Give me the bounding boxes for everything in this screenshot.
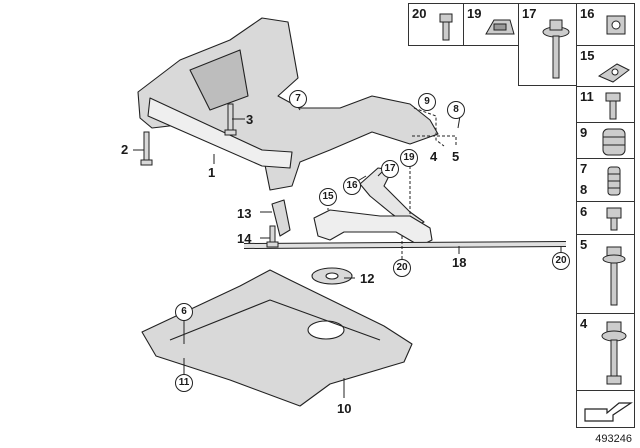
callout-15: 15 bbox=[319, 188, 337, 206]
spring-sleeve-icon bbox=[607, 166, 621, 196]
legend-cell-4: 4 bbox=[576, 313, 635, 391]
callout-10: 10 bbox=[337, 401, 352, 416]
callout-8: 8 bbox=[447, 101, 465, 119]
sleeve-icon bbox=[602, 128, 626, 156]
legend-cell-7-8: 7 8 bbox=[576, 158, 635, 202]
callout-1: 1 bbox=[208, 165, 216, 180]
bolt-14 bbox=[269, 225, 276, 245]
callout-13: 13 bbox=[237, 206, 252, 221]
legend-cell-5: 5 bbox=[576, 234, 635, 314]
collar-bolt-icon bbox=[542, 19, 570, 79]
legend-cell-15: 15 bbox=[576, 45, 635, 87]
callout-9: 9 bbox=[418, 93, 436, 111]
legend-cell-9: 9 bbox=[576, 122, 635, 159]
doc-number: 493246 bbox=[595, 433, 632, 445]
legend-cell-16: 16 bbox=[576, 3, 635, 46]
callout-7: 7 bbox=[289, 90, 307, 108]
callout-6: 6 bbox=[175, 303, 193, 321]
callout-16: 16 bbox=[343, 177, 361, 195]
legend-cell-20: 20 bbox=[408, 3, 464, 46]
underbody-shield bbox=[141, 269, 413, 407]
callout-18: 18 bbox=[452, 255, 467, 270]
bolt-3 bbox=[227, 103, 234, 133]
callout-14: 14 bbox=[237, 231, 252, 246]
callout-19: 19 bbox=[400, 149, 418, 167]
direction-arrow-icon bbox=[584, 402, 633, 422]
legend-cell-6: 6 bbox=[576, 201, 635, 235]
legend-cell-11: 11 bbox=[576, 86, 635, 123]
callout-12: 12 bbox=[360, 271, 375, 286]
bolt-icon bbox=[439, 13, 453, 41]
callout-5: 5 bbox=[452, 149, 460, 164]
callout-3: 3 bbox=[246, 112, 254, 127]
bolt-2 bbox=[143, 131, 150, 163]
callout-4: 4 bbox=[430, 149, 438, 164]
callout-20-left: 20 bbox=[393, 259, 411, 277]
legend-cell-19: 19 bbox=[463, 3, 519, 46]
bracket-13 bbox=[271, 199, 291, 237]
eccentric-bolt-icon bbox=[601, 321, 627, 385]
hex-bolt-icon bbox=[606, 207, 622, 231]
tension-strut bbox=[243, 241, 567, 249]
callout-17: 17 bbox=[381, 160, 399, 178]
callout-2: 2 bbox=[121, 142, 129, 157]
clip-nut-icon bbox=[485, 19, 515, 35]
screw-icon bbox=[605, 92, 621, 120]
callout-11: 11 bbox=[175, 374, 193, 392]
callout-20-right: 20 bbox=[552, 252, 570, 270]
cage-nut-icon bbox=[597, 63, 630, 83]
nut-icon bbox=[606, 15, 626, 35]
flange-bolt-icon bbox=[602, 246, 626, 306]
legend-cell-17: 17 bbox=[518, 3, 577, 86]
legend-cell-direction bbox=[576, 390, 635, 428]
